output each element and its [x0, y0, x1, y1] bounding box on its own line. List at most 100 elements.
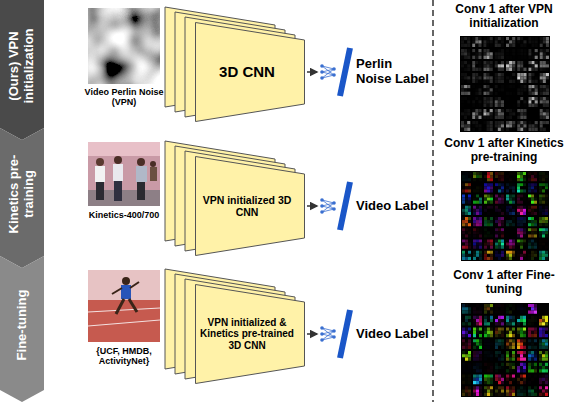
filter-cell	[475, 76, 478, 79]
filter-cell	[484, 40, 487, 43]
filter-cell	[495, 240, 498, 243]
filter-cell	[534, 186, 537, 189]
filter-cell	[512, 37, 515, 40]
filter-cell	[509, 73, 512, 76]
filter-cell	[464, 121, 467, 124]
filter-cell	[476, 251, 479, 254]
filter-cell	[484, 121, 487, 124]
filter-cell	[498, 116, 501, 119]
filter-cell	[465, 217, 468, 220]
filter-cell	[512, 223, 515, 226]
filter-cell	[506, 322, 509, 325]
filter-cell	[539, 212, 542, 215]
filter-cell	[543, 112, 546, 115]
filter-cell	[539, 243, 542, 246]
filter-cell	[509, 304, 512, 307]
filter-cell	[539, 246, 542, 249]
filter-cell	[468, 175, 471, 178]
filter-cell	[462, 212, 465, 215]
filter-cell	[490, 311, 493, 314]
filter-cell	[509, 257, 512, 260]
filter-cell	[484, 175, 487, 178]
filter-cell	[468, 231, 471, 234]
filter-cell	[490, 52, 493, 55]
filter-cell	[473, 381, 476, 384]
filter-cell	[534, 322, 537, 325]
filter-cell	[540, 52, 543, 55]
deco-part	[320, 70, 324, 74]
filter-cell	[484, 104, 487, 107]
filter-cell	[495, 254, 498, 257]
filter-cell	[478, 80, 481, 83]
filter-cell	[535, 73, 538, 76]
filter-cell	[479, 246, 482, 249]
filter-cell	[461, 128, 464, 131]
filter-cell	[517, 331, 520, 334]
filter-cell	[501, 64, 504, 67]
filter-cell	[498, 85, 501, 88]
filter-cell	[487, 251, 490, 254]
filter-cell	[546, 40, 549, 43]
filter-cell	[531, 220, 534, 223]
filter-cell	[465, 251, 468, 254]
filter-cell	[506, 369, 509, 372]
filter-cell	[512, 183, 515, 186]
filter-cell	[484, 112, 487, 115]
filter-cell	[532, 128, 535, 131]
filter-cell	[523, 339, 526, 342]
filter-cell	[479, 240, 482, 243]
filter-cell	[534, 254, 537, 257]
filter-cell	[517, 378, 520, 381]
filter-cell	[484, 189, 487, 192]
filter-cell	[476, 322, 479, 325]
deco-part	[322, 75, 334, 78]
filter-cell	[487, 44, 490, 47]
filter-cell	[512, 56, 515, 59]
deco-part	[332, 201, 336, 205]
filter-cell	[495, 73, 498, 76]
filter-cell	[506, 346, 509, 349]
filter-cell	[528, 375, 531, 378]
filter-cell	[464, 88, 467, 91]
filter-cell	[501, 201, 504, 204]
filter-cell	[498, 201, 501, 204]
filter-cell	[535, 104, 538, 107]
filter-cell	[531, 217, 534, 220]
stage-title: (Ours) VPN initialization	[7, 11, 36, 121]
filter-cell	[484, 304, 487, 307]
filter-cell	[467, 44, 470, 47]
filter-cell	[501, 351, 504, 354]
filter-cell	[465, 346, 468, 349]
filter-cell	[468, 363, 471, 366]
filter-cell	[542, 178, 545, 181]
filter-cell	[478, 85, 481, 88]
filter-cell	[539, 186, 542, 189]
filter-cell	[529, 97, 532, 100]
filter-cell	[506, 381, 509, 384]
filter-cell	[506, 92, 509, 95]
filter-cell	[506, 366, 509, 369]
deco-part	[320, 198, 324, 202]
filter-cell	[543, 88, 546, 91]
cnn-label: VPN initialized 3D CNN	[200, 194, 294, 218]
filter-cell	[528, 240, 531, 243]
filter-cell	[539, 343, 542, 346]
filter-cell	[520, 175, 523, 178]
filter-cell	[528, 251, 531, 254]
deco-part	[332, 329, 336, 333]
filter-cell	[487, 220, 490, 223]
filter-cell	[512, 61, 515, 64]
filter-cell	[472, 76, 475, 79]
deco-part	[322, 331, 334, 340]
filter-cell	[501, 231, 504, 234]
filter-cell	[520, 49, 523, 52]
filter-cell	[476, 175, 479, 178]
filter-cell	[461, 88, 464, 91]
filter-cell	[520, 251, 523, 254]
filter-cell	[490, 49, 493, 52]
filter-cell	[539, 390, 542, 393]
filter-cell	[540, 100, 543, 103]
filter-cell	[523, 378, 526, 381]
filter-cell	[523, 56, 526, 59]
